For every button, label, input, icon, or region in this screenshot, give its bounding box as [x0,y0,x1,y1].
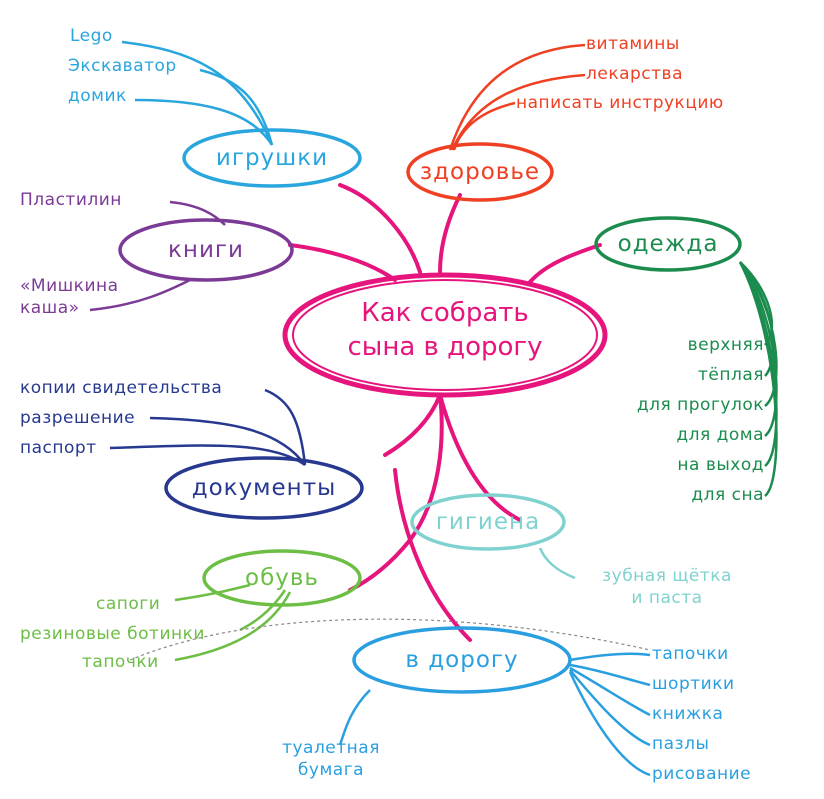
clothes-item: для сна [691,485,764,505]
shoes-item: тапочки [82,652,159,672]
road-left-item: бумага [297,760,365,780]
hygiene-leaf [538,547,576,580]
node-documents: документы [191,475,337,501]
road-item: шортики [652,674,735,694]
documents-item: разрешение [20,408,136,428]
toys-ellipse [182,128,362,188]
clothes-ellipse [594,216,742,272]
health-item: лекарства [586,64,683,84]
node-hygiene: гигиена [435,509,541,535]
road-left-item: туалетная [282,738,380,758]
road-leaves [338,652,651,777]
center-title-line2: сына в дорогу [347,332,543,362]
hygiene-item: и паста [631,588,703,608]
toys-item: домик [68,86,127,106]
health-item: витамины [586,34,680,54]
dashed-connector [129,618,651,661]
node-shoes: обувь [245,565,319,591]
center-ellipse [282,272,608,398]
clothes-leaves [738,261,778,497]
books-item: каша» [20,298,80,318]
center-ellipse-inner [292,279,598,391]
health-item: написать инструкцию [516,93,724,113]
road-item: тапочки [652,644,729,664]
books-leaves [89,200,226,312]
center-title-line1: Как собрать [361,298,529,328]
node-clothes: одежда [617,231,719,257]
node-road: в дорогу [405,647,519,673]
shoes-leaves [174,583,292,662]
road-ellipse [352,626,572,694]
documents-item: копии свидетельства [20,378,223,398]
documents-item: паспорт [20,438,97,458]
node-books: книги [168,237,244,263]
road-item: рисование [652,764,752,784]
clothes-item: верхняя [687,335,764,355]
hygiene-ellipse [410,493,566,551]
road-item: книжка [652,704,724,724]
books-item: Пластилин [20,190,122,210]
health-ellipse [406,142,554,202]
node-toys: игрушки [215,145,329,171]
node-ellipses [118,128,742,694]
clothes-item: для прогулок [636,395,764,415]
node-health: здоровье [419,159,541,185]
documents-ellipse [164,456,364,520]
shoes-item: сапоги [96,594,161,614]
shoes-item: резиновые ботинки [20,624,205,644]
clothes-item: тёплая [698,365,764,385]
road-item: пазлы [652,734,710,754]
books-item: «Мишкина [20,276,119,296]
toys-item: Lego [70,26,113,46]
documents-leaves [109,388,307,467]
clothes-item: для дома [676,425,764,445]
clothes-item: на выход [677,455,764,475]
health-leaves [448,43,586,151]
shoes-ellipse [202,549,362,607]
hygiene-item: зубная щётка [602,566,732,586]
center-title: Как собрать сына в дорогу [300,296,590,364]
books-ellipse [118,218,294,282]
toys-item: Экскаватор [68,56,177,76]
